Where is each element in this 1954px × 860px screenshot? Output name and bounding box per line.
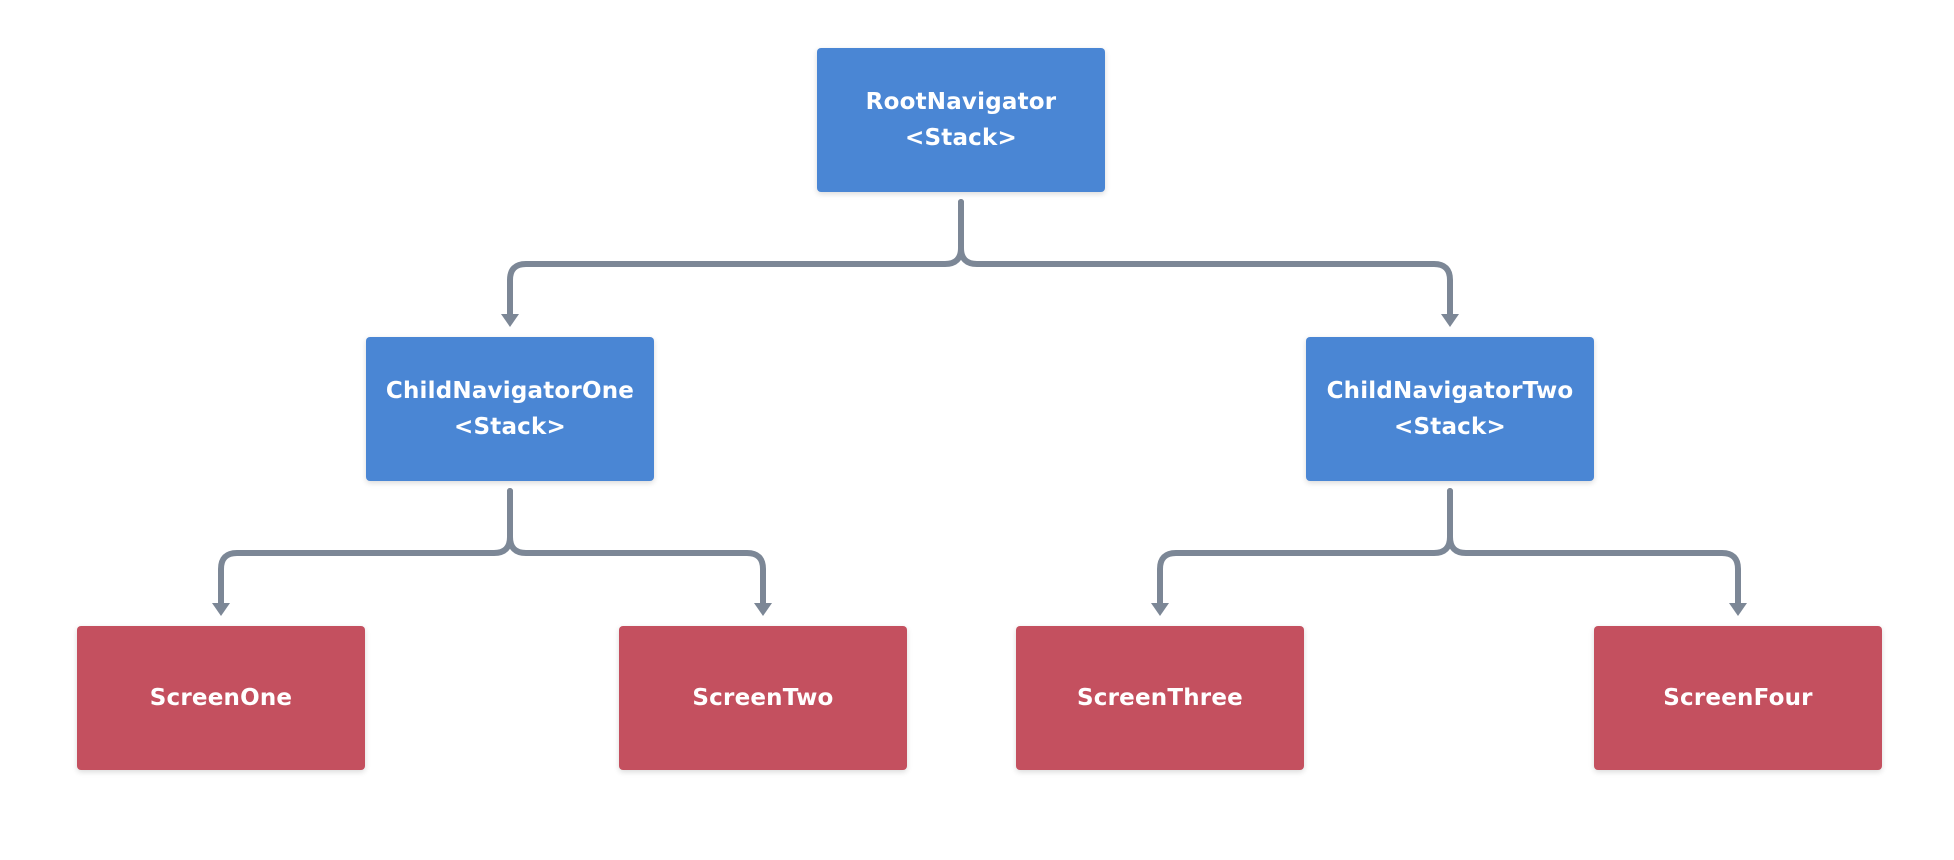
screen-four-node: ScreenFour [1594, 626, 1882, 770]
node-subtitle: <Stack> [905, 125, 1017, 151]
connector-line-child1-to-screen1 [218, 488, 513, 608]
arrowhead-icon [501, 314, 519, 327]
arrowhead-icon [1729, 603, 1747, 616]
screen-three-node: ScreenThree [1016, 626, 1304, 770]
child-navigator-two-node: ChildNavigatorTwo <Stack> [1306, 337, 1594, 481]
connector-line-child2-to-screen3 [1157, 488, 1453, 608]
node-subtitle: <Stack> [454, 414, 566, 440]
arrowhead-icon [754, 603, 772, 616]
connector-line-root-to-child2 [958, 199, 1453, 319]
node-subtitle: <Stack> [1394, 414, 1506, 440]
root-navigator-node: RootNavigator <Stack> [817, 48, 1105, 192]
node-title: ChildNavigatorTwo [1326, 378, 1574, 404]
node-title: ScreenOne [149, 685, 293, 711]
screen-two-node: ScreenTwo [619, 626, 907, 770]
arrowhead-icon [1441, 314, 1459, 327]
arrowhead-icon [1151, 603, 1169, 616]
node-title: RootNavigator [865, 89, 1057, 115]
connector-line-child1-to-screen2 [507, 488, 766, 608]
connector-line-root-to-child1 [507, 199, 964, 319]
node-title: ScreenFour [1663, 685, 1813, 711]
connector-line-child2-to-screen4 [1447, 488, 1741, 608]
screen-one-node: ScreenOne [77, 626, 365, 770]
node-title: ScreenTwo [692, 685, 834, 711]
arrowhead-icon [212, 603, 230, 616]
node-title: ChildNavigatorOne [385, 378, 635, 404]
child-navigator-one-node: ChildNavigatorOne <Stack> [366, 337, 654, 481]
node-title: ScreenThree [1077, 685, 1243, 711]
